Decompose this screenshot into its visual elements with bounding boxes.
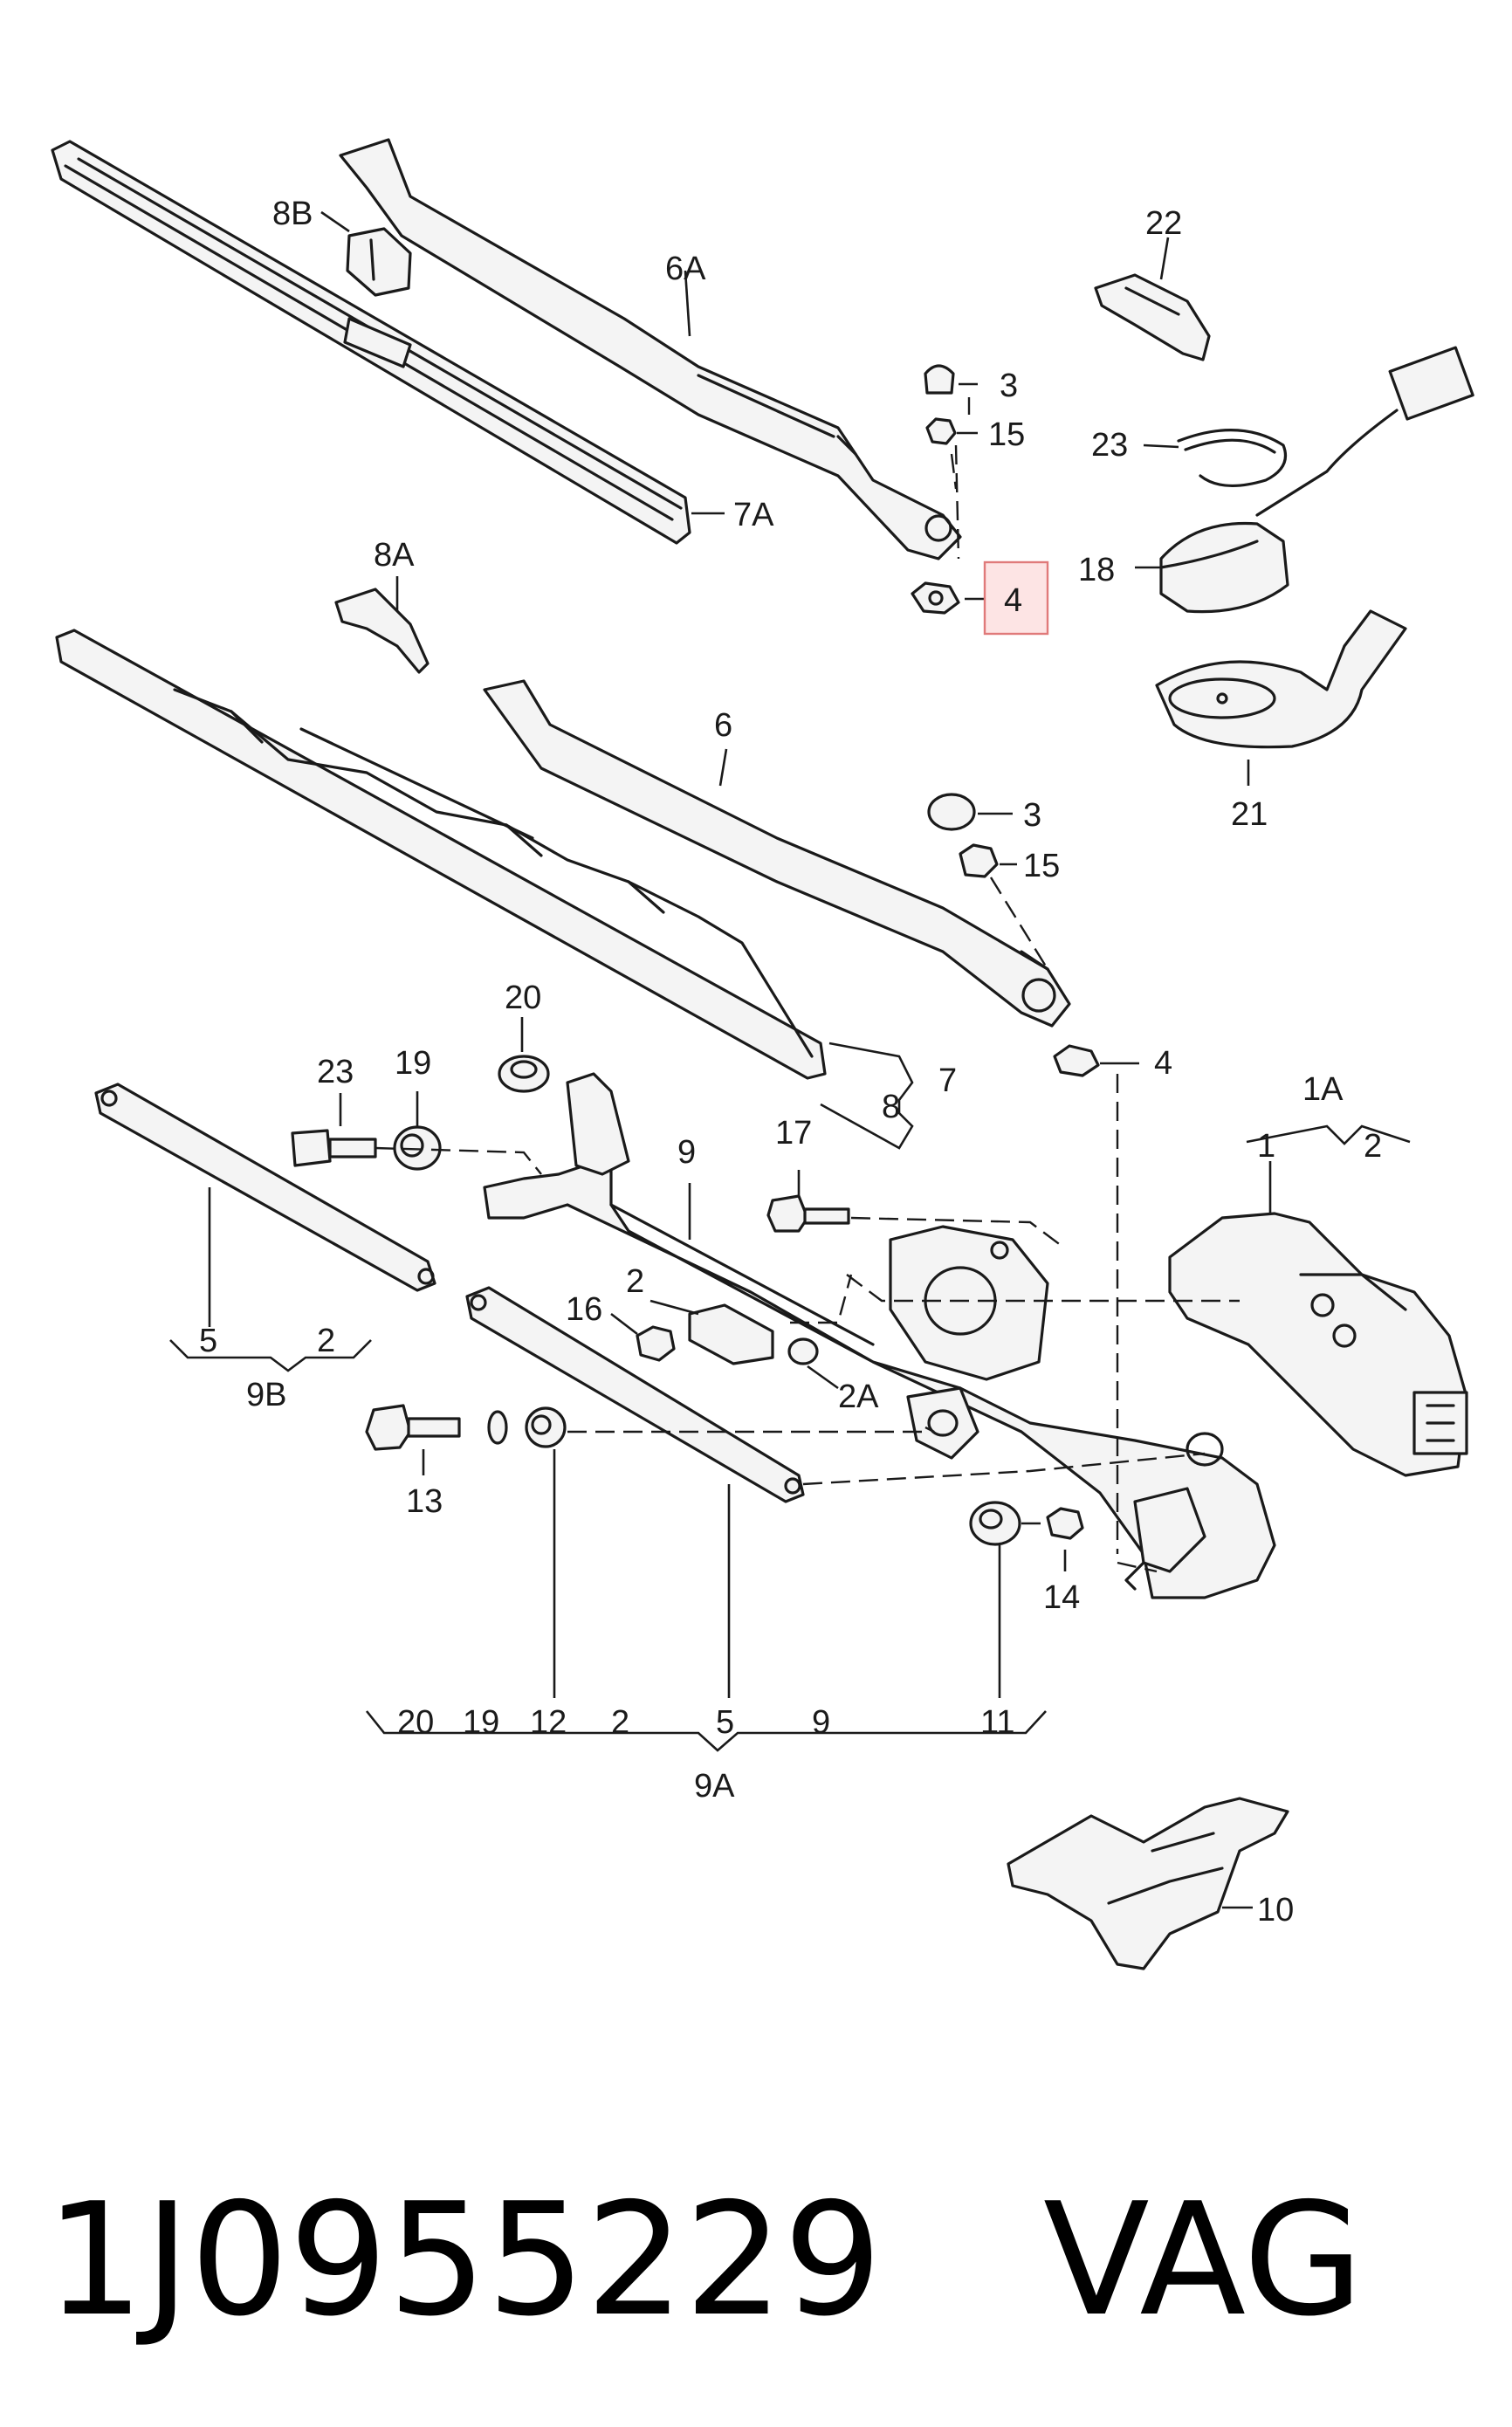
label-16: 16	[566, 1291, 602, 1328]
label-9-9A: 9	[812, 1704, 830, 1741]
label-6A: 6A	[665, 251, 706, 287]
label-15-upper: 15	[988, 416, 1025, 453]
bolt-13	[365, 1404, 461, 1451]
label-19-upper: 19	[395, 1045, 431, 1082]
cap-3-lower	[927, 793, 976, 831]
label-2A: 2A	[838, 1379, 879, 1415]
crank-rod-5-right	[465, 1286, 805, 1503]
leader-lines	[169, 210, 1411, 1909]
nut-15-lower	[959, 843, 999, 878]
link-piece-2	[688, 1303, 774, 1365]
clip-8B	[346, 227, 412, 297]
label-21: 21	[1231, 796, 1268, 833]
nut-15-upper	[925, 417, 957, 445]
part-number: 1J0955229	[45, 2169, 883, 2350]
label-8A: 8A	[374, 537, 415, 574]
clip-4-lower	[1053, 1044, 1100, 1077]
label-23-upper: 23	[1091, 427, 1128, 464]
nut-16	[636, 1325, 676, 1362]
label-18: 18	[1078, 552, 1115, 588]
dashed-assembly-lines	[375, 397, 1240, 1573]
label-4-upper: 4	[1004, 582, 1022, 619]
label-1A: 1A	[1302, 1071, 1344, 1108]
label-2-motor: 2	[1364, 1128, 1382, 1165]
washer-2A	[787, 1337, 819, 1365]
label-2-9A: 2	[611, 1704, 629, 1741]
label-14: 14	[1043, 1579, 1080, 1616]
label-4-lower: 4	[1154, 1045, 1172, 1082]
motor-cover-18	[1159, 521, 1289, 614]
label-8: 8	[882, 1089, 900, 1125]
bolt-17	[766, 1194, 850, 1233]
wiper-blade-7A	[51, 140, 691, 545]
label-3-upper: 3	[1000, 368, 1018, 404]
brand-name: VAG	[1043, 2169, 1364, 2350]
label-20-upper: 20	[505, 980, 541, 1016]
electrical-connector	[1255, 346, 1474, 517]
label-2-link: 2	[626, 1263, 644, 1300]
label-12: 12	[530, 1704, 567, 1741]
label-23-lower: 23	[317, 1054, 354, 1090]
clip-4-upper	[911, 581, 960, 615]
label-22: 22	[1145, 205, 1182, 242]
bushing-12	[525, 1406, 567, 1448]
highlight-box	[983, 560, 1049, 636]
label-9A: 9A	[694, 1768, 735, 1805]
bracket-10	[1007, 1797, 1289, 1970]
bolt-23	[291, 1129, 377, 1167]
label-1: 1	[1257, 1128, 1275, 1165]
label-5-9B: 5	[199, 1323, 217, 1359]
washer-13	[487, 1410, 508, 1445]
label-2-9B: 2	[317, 1323, 335, 1359]
wiper-arm-6A	[339, 138, 962, 560]
label-11: 11	[980, 1704, 1014, 1741]
grommet-11	[969, 1501, 1021, 1546]
bushing-19	[393, 1125, 442, 1171]
label-5-9A: 5	[716, 1704, 734, 1741]
callout-labels: 8B 6A 22 3 15 23 7A 8A 18 4 6 21 3 15 20…	[199, 196, 1382, 1929]
clip-8A	[334, 588, 430, 674]
label-15-lower: 15	[1023, 848, 1060, 884]
retaining-ring-23	[1177, 429, 1288, 487]
wiper-arm-6	[483, 679, 1071, 1028]
label-17: 17	[775, 1115, 812, 1152]
connector-clip-22	[1094, 273, 1211, 361]
nut-14	[1046, 1507, 1084, 1540]
wiper-blade-7	[55, 629, 827, 1080]
label-3-lower: 3	[1023, 797, 1041, 834]
label-7: 7	[938, 1062, 957, 1099]
grommet-20	[498, 1055, 550, 1093]
label-9-upper: 9	[677, 1134, 696, 1171]
label-8B: 8B	[272, 196, 313, 232]
label-9B: 9B	[246, 1377, 286, 1413]
wiper-motor-1	[1168, 1212, 1468, 1477]
label-13: 13	[406, 1483, 443, 1520]
motor-cup-21	[1155, 609, 1407, 749]
linkage-frame-9	[483, 1072, 1276, 1599]
label-20-9A: 20	[397, 1704, 434, 1741]
label-6: 6	[714, 707, 732, 744]
label-19-9A: 19	[463, 1704, 499, 1741]
label-7A: 7A	[733, 497, 774, 533]
crank-rod-5-left	[94, 1083, 436, 1292]
label-10: 10	[1257, 1892, 1294, 1929]
cap-3-upper	[924, 364, 955, 395]
